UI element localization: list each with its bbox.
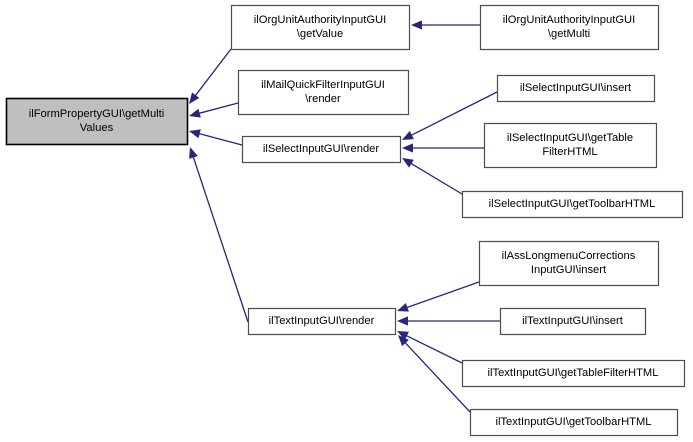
graph-node-text_gettoolbarhtml[interactable]: ilTextInputGUI\getToolbarHTML	[469, 408, 679, 437]
edge-arrowhead	[398, 335, 409, 347]
node-box	[483, 122, 658, 169]
node-label-line: ilSelectInputGUI\render	[263, 143, 380, 155]
node-label-line: ilTextInputGUI\render	[269, 315, 375, 327]
graph-node-select_gettablefilterhtml[interactable]: ilSelectInputGUI\getTableFilterHTML	[483, 122, 658, 169]
graph-node-text_insert[interactable]: ilTextInputGUI\insert	[499, 307, 647, 336]
node-label-line: ilSelectInputGUI\getToolbarHTML	[489, 198, 656, 210]
edge-line	[405, 334, 463, 364]
graph-node-select_render[interactable]: ilSelectInputGUI\render	[241, 135, 402, 164]
node-box	[230, 4, 411, 51]
edge-arrowhead	[397, 302, 409, 312]
graph-node-select_insert[interactable]: ilSelectInputGUI\insert	[496, 74, 656, 103]
edge-line	[404, 341, 471, 413]
edge-select_gettablefilterhtml-to-select_render	[402, 143, 484, 153]
edge-line	[410, 91, 498, 137]
node-box	[469, 408, 679, 437]
node-box	[478, 240, 660, 287]
graph-node-orgunit_getmulti[interactable]: ilOrgUnitAuthorityInputGUI \getMulti	[479, 4, 660, 51]
node-label-line: FilterHTML	[542, 146, 597, 158]
edge-orgunit_getvalue-to-root	[189, 48, 232, 104]
node-box	[479, 4, 660, 51]
node-label-line: \getValue	[297, 28, 343, 40]
node-label-line: ilOrgUnitAuthorityInputGUI	[254, 14, 386, 26]
edge-line	[198, 132, 243, 146]
edge-text_insert-to-text_render	[397, 316, 500, 326]
edge-arrowhead	[402, 143, 413, 153]
edge-arrowhead	[189, 92, 200, 104]
graph-node-text_gettablefilterhtml[interactable]: ilTextInputGUI\getTableFilterHTML	[461, 359, 686, 388]
edge-line	[409, 162, 463, 195]
edge-arrowhead	[189, 147, 198, 159]
edge-arrowhead	[397, 316, 408, 326]
edge-line	[194, 48, 232, 97]
graph-node-text_render[interactable]: ilTextInputGUI\render	[247, 307, 397, 336]
edge-arrowhead	[189, 108, 201, 118]
edge-layer	[189, 20, 500, 413]
edge-text_render-to-root	[189, 147, 249, 323]
node-box	[241, 135, 402, 164]
node-label-line: InputGUI\insert	[531, 264, 607, 276]
edge-text_gettoolbarhtml-to-text_render	[398, 335, 471, 413]
edge-arrowhead	[402, 130, 414, 140]
node-box	[461, 359, 686, 388]
node-label-line: ilOrgUnitAuthorityInputGUI	[503, 14, 635, 26]
edge-line	[192, 155, 249, 323]
edge-asslongmenu_insert-to-text_render	[397, 281, 480, 312]
node-label-line: ilTextInputGUI\getTableFilterHTML	[488, 367, 659, 379]
edge-select_insert-to-select_render	[402, 91, 498, 140]
edge-text_gettablefilterhtml-to-text_render	[397, 331, 463, 364]
edge-line	[198, 102, 239, 115]
edge-arrowhead	[402, 158, 414, 168]
node-box	[5, 97, 189, 146]
node-label-line: Values	[80, 122, 114, 134]
graph-node-select_gettoolbarhtml[interactable]: ilSelectInputGUI\getToolbarHTML	[461, 190, 684, 219]
node-label-line: ilTextInputGUI\getToolbarHTML	[495, 416, 651, 428]
edge-arrowhead	[411, 20, 422, 30]
node-label-line: \getMulti	[548, 28, 590, 40]
node-label-line: \render	[305, 93, 341, 105]
graph-node-orgunit_getvalue[interactable]: ilOrgUnitAuthorityInputGUI \getValue	[230, 4, 411, 51]
node-label-line: ilSelectInputGUI\insert	[520, 82, 632, 94]
edge-line	[405, 281, 480, 309]
node-box	[461, 190, 684, 219]
node-label-line: ilMailQuickFilterInputGUI	[261, 79, 385, 91]
node-label-line: ilAssLongmenuCorrections	[502, 250, 636, 262]
node-box	[237, 69, 410, 116]
edge-mailquickfilter_render-to-root	[189, 102, 239, 118]
node-label-line: ilFormPropertyGUI\getMulti	[29, 108, 165, 120]
node-label-line: ilSelectInputGUI\getTable	[507, 132, 633, 144]
edge-arrowhead	[397, 331, 409, 340]
node-box	[247, 307, 397, 336]
graph-node-mailquickfilter_render[interactable]: ilMailQuickFilterInputGUI \render	[237, 69, 410, 116]
edge-arrowhead	[189, 129, 201, 139]
node-box	[499, 307, 647, 336]
node-box	[496, 74, 656, 103]
edge-select_render-to-root	[189, 129, 243, 146]
node-label-line: ilTextInputGUI\insert	[522, 315, 624, 327]
edge-orgunit_getmulti-to-orgunit_getvalue	[411, 20, 480, 30]
edge-select_gettoolbarhtml-to-select_render	[402, 158, 463, 195]
